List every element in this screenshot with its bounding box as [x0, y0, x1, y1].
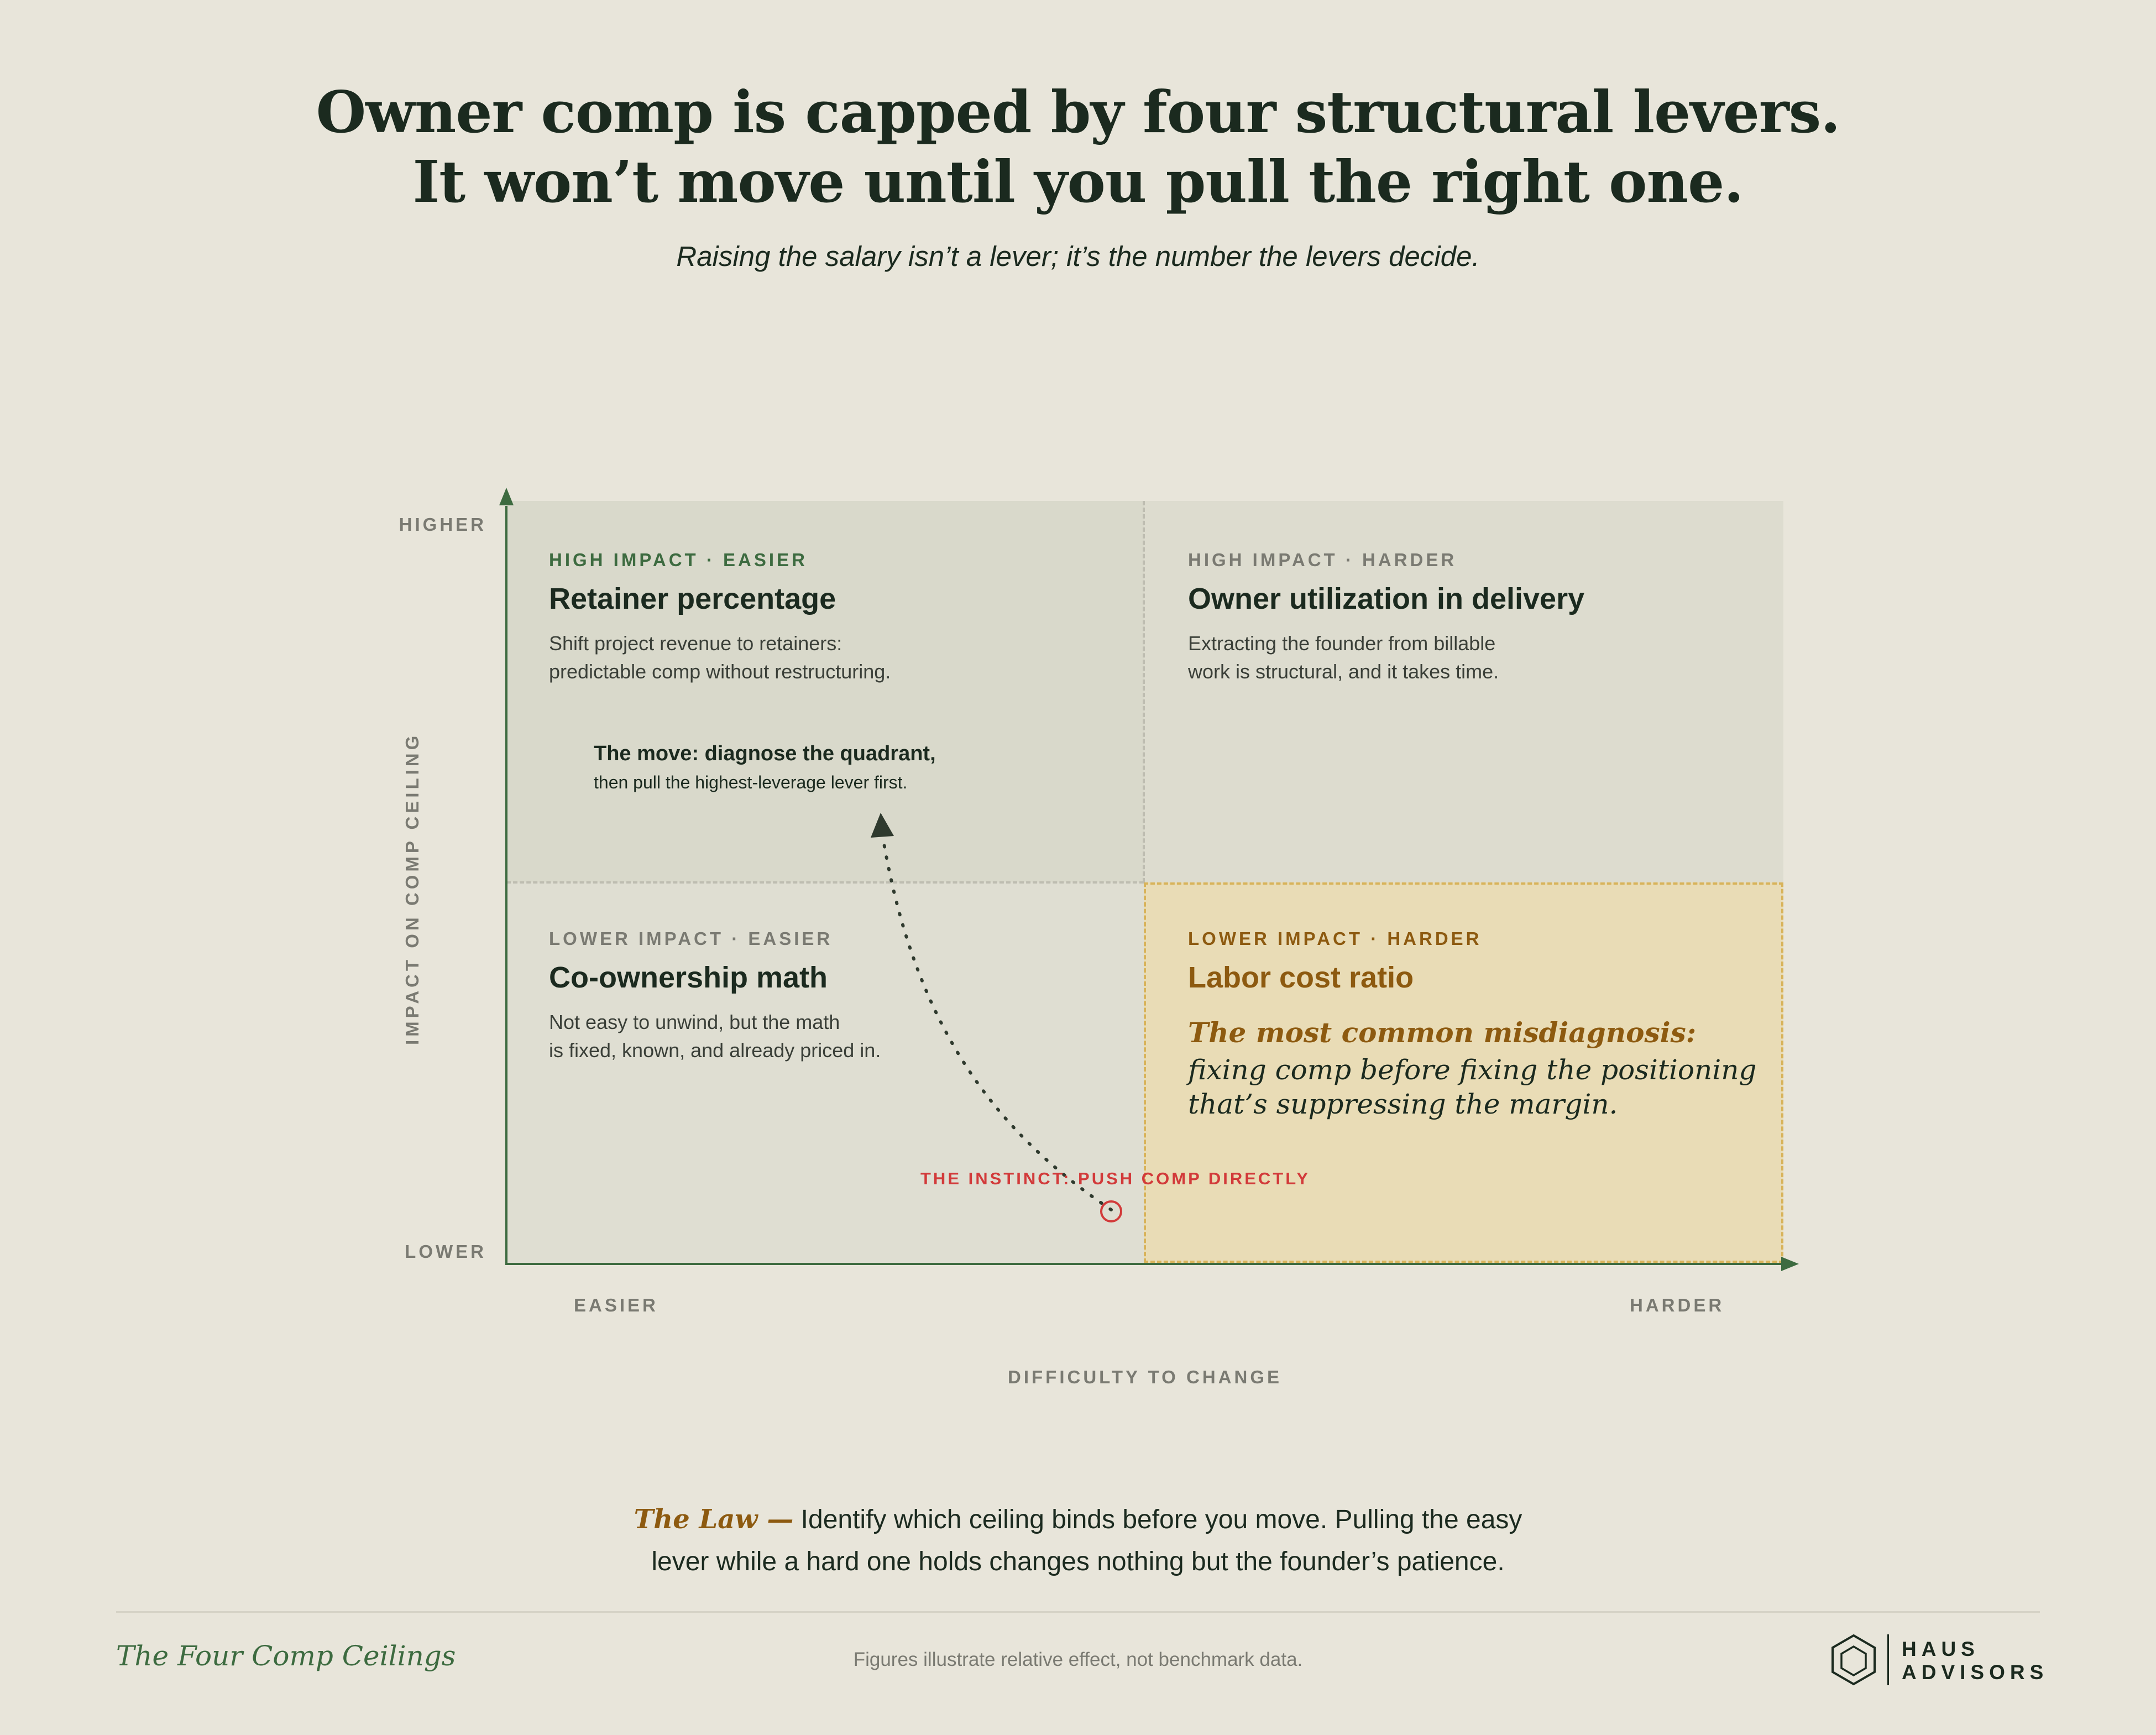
logo-line-2: ADVISORS [1902, 1661, 2049, 1684]
quadrant-title: Owner utilization in delivery [1188, 582, 1585, 615]
misdiagnosis-heading: The most common misdiagnosis: [1188, 1016, 1697, 1049]
instinct-label: THE INSTINCT: PUSH COMP DIRECTLY [920, 1169, 1310, 1188]
footer-divider [116, 1611, 2040, 1613]
y-axis-high-label: HIGHER [399, 514, 486, 535]
x-axis-low-label: EASIER [574, 1295, 658, 1315]
vertical-divider [1143, 501, 1145, 882]
body-line: Extracting the founder from billable [1188, 632, 1496, 655]
callout-line: fixing comp before fixing the positionin… [1188, 1054, 1757, 1086]
page-subtitle: Raising the salary isn’t a lever; it’s t… [676, 241, 1480, 272]
logo-divider [1887, 1634, 1889, 1685]
y-axis-title: IMPACT ON COMP CEILING [402, 732, 422, 1045]
quadrant-lower-impact-harder [1144, 882, 1783, 1263]
law-text-1: Identify which ceiling binds before you … [800, 1505, 1522, 1534]
x-axis-arrowhead [1781, 1257, 1799, 1271]
move-annotation-body: then pull the highest-leverage lever fir… [594, 772, 908, 792]
law-statement: The Law — Identify which ceiling binds b… [0, 1498, 2156, 1583]
quadrant-lower-impact-easier [506, 882, 1144, 1263]
body-line: Not easy to unwind, but the math [549, 1011, 840, 1033]
quadrant-tag: HIGH IMPACT · HARDER [1188, 550, 1457, 570]
quadrant-tag: HIGH IMPACT · EASIER [549, 550, 808, 570]
body-line: predictable comp without restructuring. [549, 660, 891, 683]
title-line-1: Owner comp is capped by four structural … [316, 78, 1841, 146]
x-axis-title: DIFFICULTY TO CHANGE [1008, 1367, 1282, 1387]
logo-line-1: HAUS [1902, 1638, 1980, 1660]
company-logo: HAUS ADVISORS [1902, 1638, 2048, 1684]
quadrant-title: Co-ownership math [549, 961, 828, 994]
misdiagnosis-body: fixing comp before fixing the positionin… [1188, 1053, 1756, 1121]
body-line: Shift project revenue to retainers: [549, 632, 842, 655]
footer-note: Figures illustrate relative effect, not … [853, 1649, 1303, 1670]
quadrant-title: Labor cost ratio [1188, 961, 1414, 994]
callout-line: that’s suppressing the margin. [1188, 1088, 1618, 1120]
y-axis-arrowhead [499, 488, 514, 505]
quadrant-title: Retainer percentage [549, 582, 836, 615]
quadrant-body: Not easy to unwind, but the math is fixe… [549, 1008, 881, 1064]
page-title: Owner comp is capped by four structural … [0, 77, 2156, 217]
hexagon-house-icon [1829, 1633, 1878, 1686]
arrowhead-icon [871, 813, 894, 838]
y-axis-low-label: LOWER [405, 1241, 486, 1262]
quadrant-high-impact-harder [1144, 501, 1783, 882]
title-line-2: It won’t move until you pull the right o… [412, 148, 1744, 216]
body-line: work is structural, and it takes time. [1188, 660, 1499, 683]
quadrant-tag: LOWER IMPACT · HARDER [1188, 928, 1482, 949]
horizontal-divider [506, 881, 1144, 884]
quadrant-body: Extracting the founder from billable wor… [1188, 629, 1499, 686]
law-label: The Law — [634, 1504, 794, 1535]
footer-title: The Four Comp Ceilings [116, 1640, 456, 1672]
law-line-1: The Law — Identify which ceiling binds b… [0, 1498, 2156, 1541]
quadrant-body: Shift project revenue to retainers: pred… [549, 629, 891, 686]
quadrant-tag: LOWER IMPACT · EASIER [549, 928, 833, 949]
quadrant-high-impact-easier [506, 501, 1144, 882]
body-line: is fixed, known, and already priced in. [549, 1039, 881, 1062]
x-axis-high-label: HARDER [1630, 1295, 1725, 1315]
law-text-2: lever while a hard one holds changes not… [651, 1547, 1505, 1576]
move-annotation-heading: The move: diagnose the quadrant, [594, 742, 936, 765]
instinct-marker-icon [1100, 1200, 1122, 1222]
instinct-arrow-path [882, 839, 1113, 1211]
